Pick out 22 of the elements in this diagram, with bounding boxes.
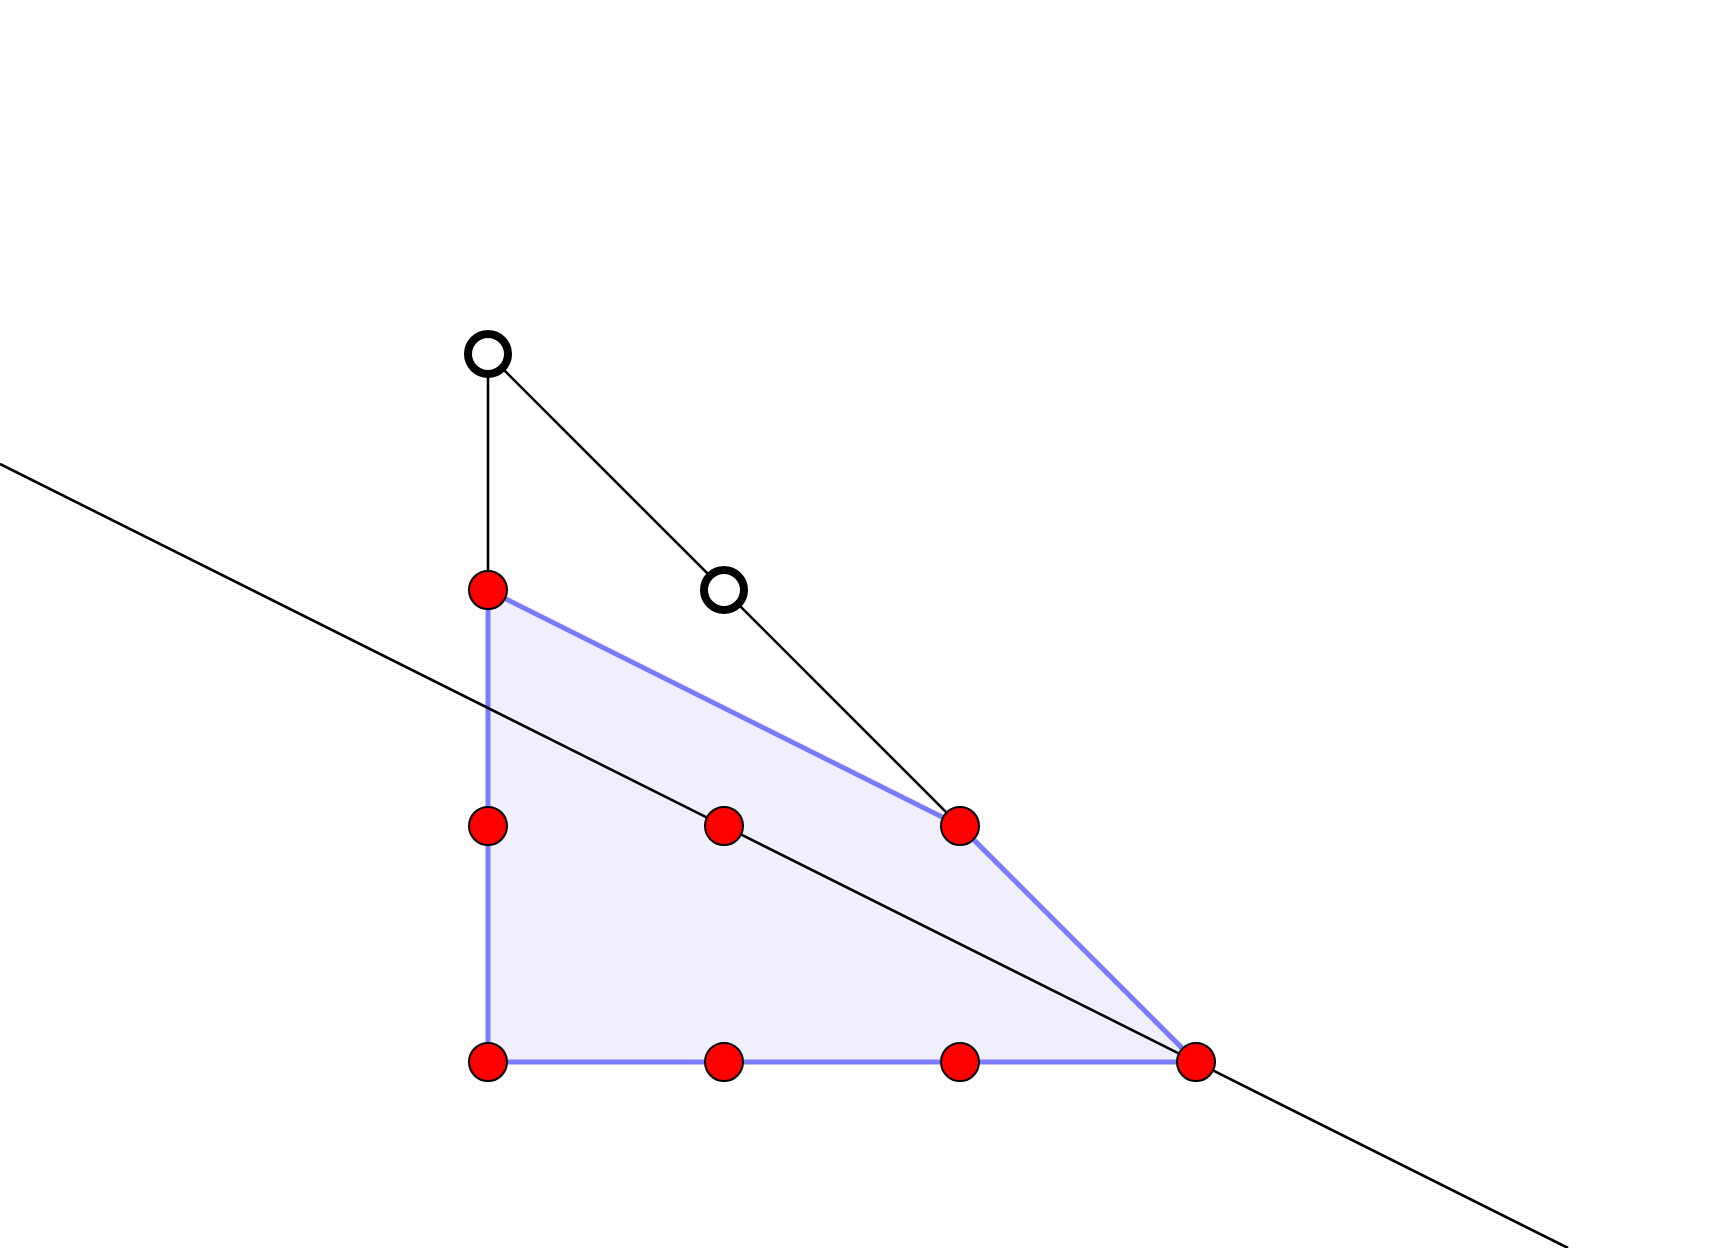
point-dot [468,1042,508,1082]
line-segment [1213,1069,1569,1248]
line-segment [485,610,491,806]
point-dot [940,1042,980,1082]
line-segment [0,462,707,819]
point-dot [1176,1042,1216,1082]
point-dot [468,806,508,846]
point-dot [940,806,980,846]
line-segment [980,1059,1176,1065]
point-dot [468,570,508,610]
line-segment [972,838,1184,1050]
hollow-point [700,566,748,614]
line-segment [504,596,944,820]
line-segment [486,376,490,570]
line-segment [485,846,491,1042]
line-segment [741,833,1179,1055]
line-segment [738,604,947,813]
hollow-point [464,330,512,378]
line-segment [744,1059,940,1065]
line-segment [502,368,710,576]
line-segment [508,1059,704,1065]
point-dot [704,1042,744,1082]
